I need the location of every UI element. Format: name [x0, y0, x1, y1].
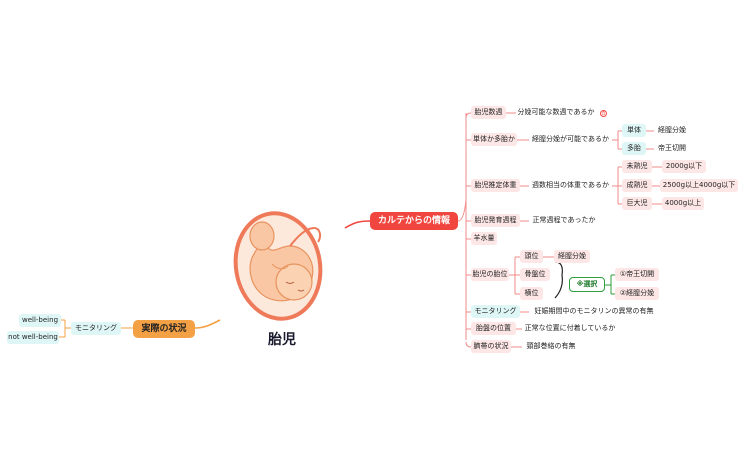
- center-topic[interactable]: 胎児: [268, 332, 296, 348]
- premature-node[interactable]: 未熟児: [622, 160, 652, 173]
- singleton-node[interactable]: 単体: [622, 124, 646, 137]
- vaginal-possible-node[interactable]: 経膣分娩が可能であるか: [532, 135, 609, 143]
- well-being-node[interactable]: well-being: [19, 314, 61, 327]
- single-or-multiple-node[interactable]: 単体か多胎か: [471, 133, 517, 146]
- estimated-weight-node[interactable]: 胎児推定体重: [471, 179, 520, 192]
- vaginal-option-node[interactable]: ②経膣分娩: [615, 287, 659, 300]
- mature-node[interactable]: 成熟児: [622, 179, 652, 192]
- selection-node[interactable]: ※選択: [569, 277, 605, 292]
- gestational-week-node[interactable]: 胎児数週: [471, 106, 506, 119]
- breech-node[interactable]: 骨盤位: [520, 268, 550, 281]
- singleton-vaginal-node[interactable]: 経膣分娩: [658, 126, 686, 134]
- actual-status-node[interactable]: 実際の状況: [133, 320, 195, 338]
- growth-course-node[interactable]: 胎児発育週程: [471, 214, 520, 227]
- fetal-presentation-node[interactable]: 胎児の胎位: [471, 268, 509, 281]
- umbilical-cord-node[interactable]: 臍帯の状況: [471, 340, 511, 353]
- mature-weight-node[interactable]: 2500g以上4000g以下: [660, 179, 738, 192]
- multiple-node[interactable]: 多胎: [622, 142, 646, 155]
- placenta-position-node[interactable]: 胎盤の位置: [471, 322, 516, 335]
- macrosomia-weight-node[interactable]: 4000g以上: [662, 197, 704, 210]
- placenta-normal-node[interactable]: 正常な位置に付着しているか: [524, 324, 616, 332]
- fetus-illustration: [233, 211, 323, 321]
- transverse-node[interactable]: 横位: [520, 287, 543, 300]
- monitoring-left-node[interactable]: モニタリング: [71, 322, 121, 335]
- multiple-cesarean-node[interactable]: 帝王切開: [658, 144, 686, 152]
- cesarean-option-node[interactable]: ①帝王切開: [615, 268, 659, 281]
- cephalic-vaginal-node[interactable]: 経膣分娩: [554, 250, 590, 263]
- clock-icon: ⏱: [600, 110, 607, 117]
- deliverable-week-node[interactable]: 分娩可能な数週であるか: [517, 108, 595, 116]
- normal-course-node[interactable]: 正常週程であったか: [532, 216, 596, 224]
- cephalic-node[interactable]: 頭位: [520, 250, 543, 263]
- monitoring-node[interactable]: モニタリング: [471, 305, 520, 318]
- amniotic-fluid-node[interactable]: 羊水量: [471, 232, 497, 245]
- premature-weight-node[interactable]: 2000g以下: [662, 160, 706, 173]
- macrosomia-node[interactable]: 巨大児: [622, 197, 652, 210]
- nuchal-cord-node[interactable]: 頸部巻絡の有無: [526, 342, 576, 350]
- not-well-being-node[interactable]: not well-being: [7, 331, 59, 344]
- monitoring-abnormal-node[interactable]: 妊娠期間中のモニタリンの異常の有無: [534, 307, 654, 315]
- weight-appropriate-node[interactable]: 週数相当の体重であるか: [532, 181, 609, 189]
- chart-info-node[interactable]: カルテからの情報: [370, 212, 458, 230]
